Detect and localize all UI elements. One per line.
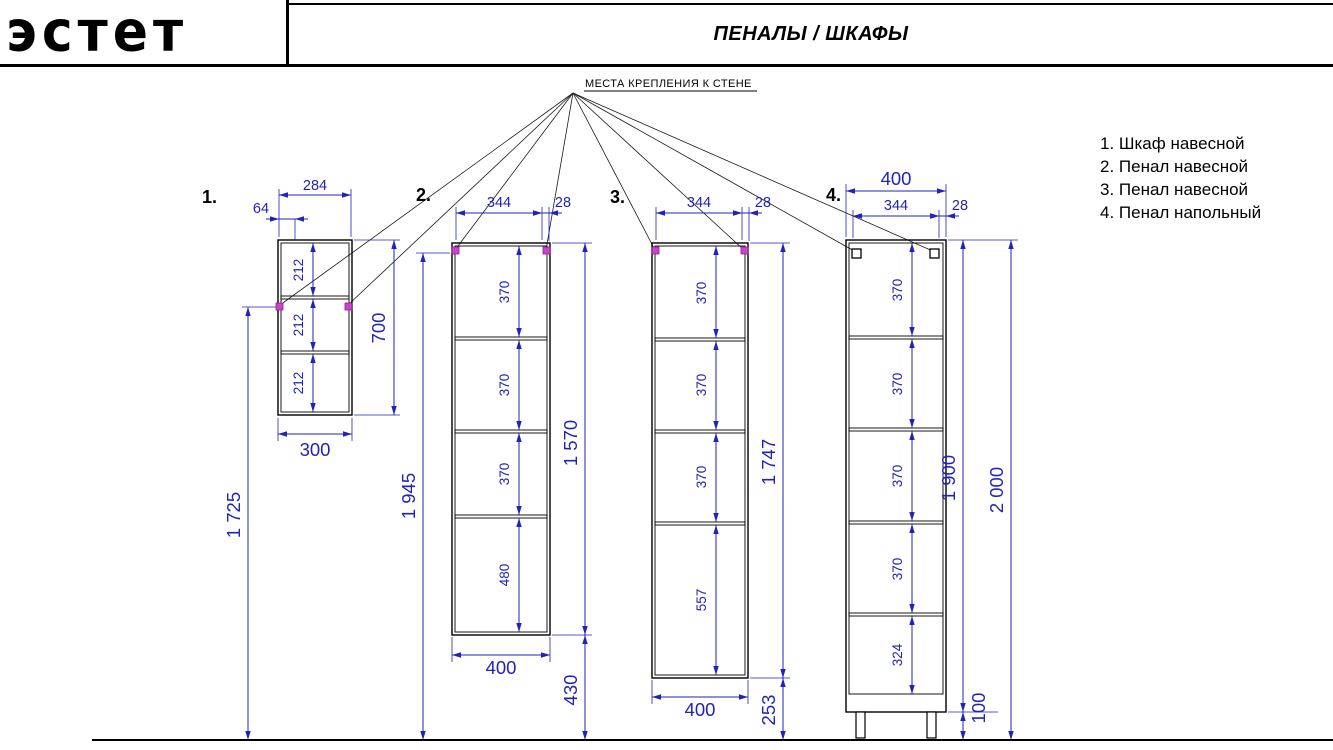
cabinet-4-number: 4. bbox=[826, 185, 841, 205]
dim-c1-section-3: 212 bbox=[291, 372, 306, 395]
dim-c2-mount-height: 1 945 bbox=[398, 473, 419, 519]
dim-c2-width: 400 bbox=[486, 657, 517, 678]
dim-c4-top-width: 400 bbox=[881, 168, 912, 189]
legend: 1. Шкаф навесной 2. Пенал навесной 3. Пе… bbox=[1100, 132, 1261, 224]
dim-c2-section-3: 370 bbox=[497, 463, 512, 486]
cabinet-2-outline bbox=[451, 242, 551, 636]
cabinet-3-number: 3. bbox=[610, 187, 625, 207]
mount-point bbox=[542, 246, 551, 255]
dim-c2-section-2: 370 bbox=[497, 374, 512, 397]
dim-c1-top-width: 284 bbox=[303, 178, 327, 194]
dim-c3-section-3: 370 bbox=[694, 466, 709, 489]
title-bar: ПЕНАЛЫ / ШКАФЫ bbox=[289, 3, 1333, 64]
dim-c3-section-2: 370 bbox=[694, 374, 709, 397]
legend-item-4: 4. Пенал напольный bbox=[1100, 203, 1262, 222]
mount-point bbox=[851, 248, 862, 259]
cabinet-3-outline bbox=[651, 242, 749, 679]
dim-c4-leg-height: 100 bbox=[968, 693, 989, 724]
dim-c1-section-2: 212 bbox=[291, 314, 306, 337]
dim-c3-width: 400 bbox=[685, 699, 716, 720]
dim-c4-section-5: 324 bbox=[890, 643, 905, 666]
dim-c3-section-4: 557 bbox=[694, 589, 709, 612]
dim-c4-body-height: 1 900 bbox=[938, 455, 959, 501]
dim-c2-side: 28 bbox=[555, 195, 571, 211]
cabinet-leg bbox=[855, 711, 866, 739]
cabinet-leg bbox=[926, 711, 937, 739]
dim-c2-section-1: 370 bbox=[497, 281, 512, 304]
dim-c1-mount-height: 1 725 bbox=[223, 492, 244, 538]
dim-c4-section-4: 370 bbox=[890, 558, 905, 581]
mount-point bbox=[275, 302, 284, 311]
mount-point bbox=[344, 302, 353, 311]
legend-item-3: 3. Пенал навесной bbox=[1100, 180, 1249, 199]
brand-logo: эстет bbox=[6, 0, 189, 64]
mount-point bbox=[929, 248, 940, 259]
page-title: ПЕНАЛЫ / ШКАФЫ bbox=[713, 23, 909, 45]
dim-c4-section-2: 370 bbox=[890, 373, 905, 396]
dim-c4-side: 28 bbox=[952, 198, 968, 214]
cabinet-2-dimensions: 2. 344 28 370 370 370 480 1 570 430 bbox=[398, 185, 592, 740]
mounting-points-label: МЕСТА КРЕПЛЕНИЯ К СТЕНЕ bbox=[585, 78, 752, 90]
dim-c1-depth: 300 bbox=[300, 439, 331, 460]
cabinet-1-dimensions: 1. 284 64 212 212 212 700 300 bbox=[202, 178, 400, 740]
cabinet-3-dimensions: 3. 344 28 370 370 370 557 1 747 253 bbox=[610, 187, 790, 740]
cabinet-2-number: 2. bbox=[416, 185, 431, 205]
cabinet-1-outline bbox=[275, 239, 353, 416]
mount-point bbox=[651, 246, 660, 255]
header: эстет ПЕНАЛЫ / ШКАФЫ bbox=[0, 0, 1333, 67]
cabinet-4-dimensions: 4. 400 344 28 370 370 370 370 324 bbox=[826, 168, 1018, 740]
dim-c4-total-height: 2 000 bbox=[986, 467, 1007, 513]
dim-c3-door-width: 344 bbox=[687, 195, 711, 211]
dim-c2-door-width: 344 bbox=[487, 195, 511, 211]
dim-c2-gap: 430 bbox=[560, 675, 581, 706]
dim-c3-gap: 253 bbox=[758, 695, 779, 726]
dim-c1-offset: 64 bbox=[253, 201, 269, 217]
legend-item-2: 2. Пенал навесной bbox=[1100, 157, 1249, 176]
logo-box: эстет bbox=[0, 0, 289, 64]
dim-c3-side: 28 bbox=[755, 195, 771, 211]
dim-c4-section-1: 370 bbox=[890, 279, 905, 302]
dim-c2-section-4: 480 bbox=[497, 564, 512, 587]
dim-c3-section-1: 370 bbox=[694, 282, 709, 305]
legend-item-1: 1. Шкаф навесной bbox=[1100, 134, 1245, 153]
wall-mount-callout: МЕСТА КРЕПЛЕНИЯ К СТЕНЕ bbox=[279, 78, 936, 306]
cabinet-1-number: 1. bbox=[202, 187, 217, 207]
dim-c4-door-width: 344 bbox=[884, 198, 908, 214]
dim-c1-section-1: 212 bbox=[291, 259, 306, 282]
dim-c1-height: 700 bbox=[368, 313, 389, 344]
mount-point bbox=[451, 246, 460, 255]
dim-c4-section-3: 370 bbox=[890, 465, 905, 488]
dim-c2-height: 1 570 bbox=[560, 420, 581, 466]
mount-point bbox=[740, 246, 749, 255]
cabinet-4-outline bbox=[845, 239, 947, 739]
dim-c3-height: 1 747 bbox=[758, 439, 779, 485]
